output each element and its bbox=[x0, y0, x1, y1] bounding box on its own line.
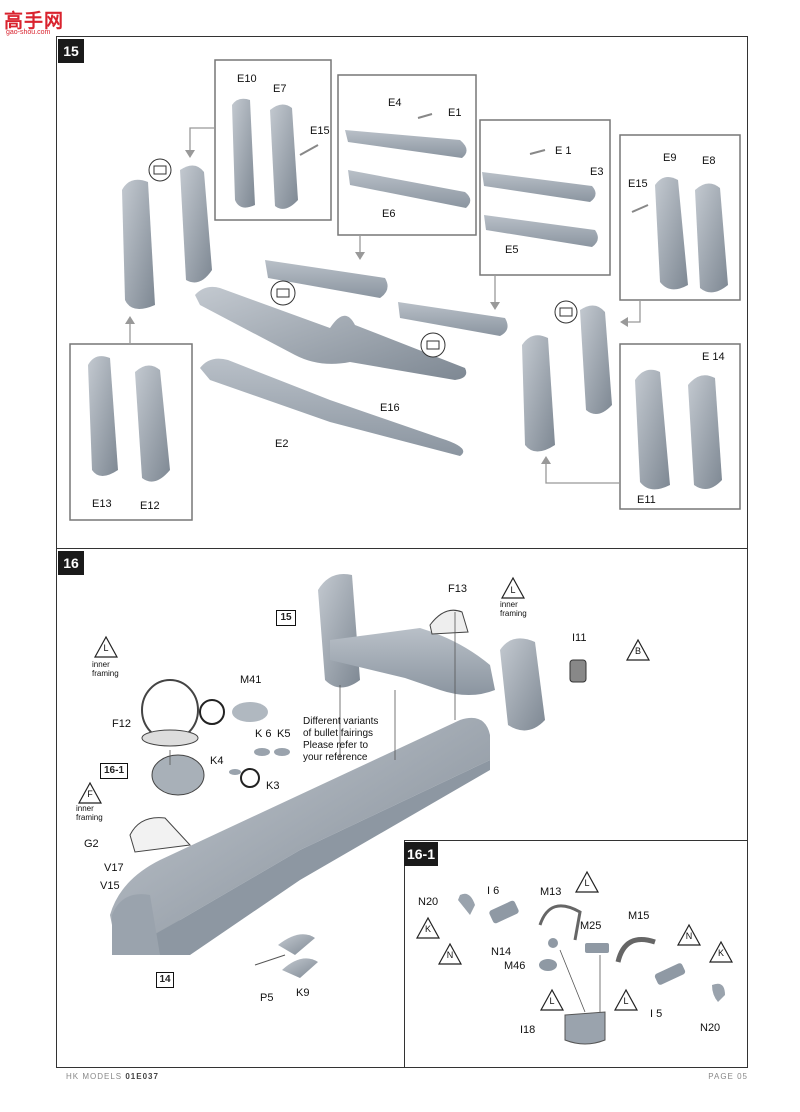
ref-step-15: 15 bbox=[276, 610, 296, 626]
bullet-fairings-note: Different variants of bullet fairings Pl… bbox=[303, 716, 379, 763]
label-e1-b: E 1 bbox=[555, 145, 572, 157]
label-m13: M13 bbox=[540, 886, 562, 898]
watermark-logo: 高手网 gao-shou.com bbox=[4, 4, 70, 38]
label-e14: E 14 bbox=[702, 351, 725, 363]
label-i11: I11 bbox=[572, 632, 587, 644]
watermark-url: gao-shou.com bbox=[6, 29, 51, 36]
label-e4: E4 bbox=[388, 97, 402, 109]
triangle-l-label-2: L bbox=[103, 643, 109, 653]
footer-page: PAGE 05 bbox=[708, 1072, 748, 1081]
label-m41: M41 bbox=[240, 674, 262, 686]
label-n14: N14 bbox=[491, 946, 512, 958]
triangle-f-label: F bbox=[87, 789, 93, 799]
ref-step-16-1: 16-1 bbox=[100, 763, 128, 779]
step-16-badge: 16 bbox=[58, 551, 84, 575]
label-k3: K3 bbox=[266, 780, 280, 792]
triangle-l-161-c: L bbox=[549, 996, 555, 1006]
step-divider bbox=[56, 548, 748, 549]
label-v15: V15 bbox=[100, 880, 120, 892]
label-n20-b: N20 bbox=[700, 1022, 721, 1034]
triangle-n-161-b: N bbox=[685, 931, 693, 941]
label-e7: E7 bbox=[273, 83, 287, 95]
label-e13: E13 bbox=[92, 498, 112, 510]
label-e15-b: E15 bbox=[628, 178, 648, 190]
label-e16: E16 bbox=[380, 402, 400, 414]
label-k4: K4 bbox=[210, 755, 224, 767]
box-e4-e6 bbox=[337, 74, 477, 236]
label-k6: K 6 bbox=[255, 728, 272, 740]
subassembly-badge: 16-1 bbox=[404, 842, 438, 866]
label-e11: E11 bbox=[637, 494, 656, 506]
page-frame bbox=[56, 36, 748, 1068]
triangle-b-label: B bbox=[634, 646, 641, 656]
label-i18: I18 bbox=[520, 1024, 536, 1036]
label-e8: E8 bbox=[702, 155, 716, 167]
label-e6: E6 bbox=[382, 208, 396, 220]
inner-framing-note-2: inner framing bbox=[92, 660, 119, 678]
label-e15: E15 bbox=[310, 125, 330, 137]
label-v17: V17 bbox=[104, 862, 124, 874]
footer-code: 01E037 bbox=[125, 1072, 159, 1081]
box-e14-e11 bbox=[619, 343, 741, 510]
ref-step-14: 14 bbox=[156, 972, 174, 988]
label-e5: E5 bbox=[505, 244, 519, 256]
triangle-k-161-b: K bbox=[717, 948, 724, 958]
triangle-l-label: L bbox=[510, 585, 516, 595]
label-p5: P5 bbox=[260, 992, 274, 1004]
step-15-badge: 15 bbox=[58, 39, 84, 63]
label-i6: I 6 bbox=[487, 885, 500, 897]
label-e12: E12 bbox=[140, 500, 160, 512]
label-e2: E2 bbox=[275, 438, 289, 450]
footer-brand-name: HK MODELS bbox=[66, 1072, 123, 1081]
box-e3-e5 bbox=[479, 119, 611, 276]
triangle-n-161-a: N bbox=[446, 950, 454, 960]
label-m25: M25 bbox=[580, 920, 602, 932]
triangle-l-161-a: L bbox=[584, 878, 590, 888]
box-e13-e12 bbox=[69, 343, 193, 521]
label-e3: E3 bbox=[590, 166, 604, 178]
inner-framing-note-3: inner framing bbox=[76, 804, 103, 822]
label-k9: K9 bbox=[296, 987, 310, 999]
label-i5: I 5 bbox=[650, 1008, 663, 1020]
triangle-l-161-b: L bbox=[623, 996, 629, 1006]
label-e9: E9 bbox=[663, 152, 677, 164]
label-k5: K5 bbox=[277, 728, 291, 740]
label-m15: M15 bbox=[628, 910, 650, 922]
watermark-text: 高手网 bbox=[4, 11, 65, 32]
footer-brand: HK MODELS 01E037 bbox=[66, 1072, 159, 1081]
label-f12: F12 bbox=[112, 718, 131, 730]
label-f13: F13 bbox=[448, 583, 467, 595]
inner-framing-note: inner framing bbox=[500, 600, 527, 618]
label-g2: G2 bbox=[84, 838, 99, 850]
box-e10-e7 bbox=[214, 59, 332, 221]
label-n20-a: N20 bbox=[418, 896, 439, 908]
label-m46: M46 bbox=[504, 960, 526, 972]
box-e9-e8 bbox=[619, 134, 741, 301]
label-e1: E1 bbox=[448, 107, 462, 119]
triangle-k-161-a: K bbox=[424, 924, 431, 934]
label-e10: E10 bbox=[237, 73, 257, 85]
